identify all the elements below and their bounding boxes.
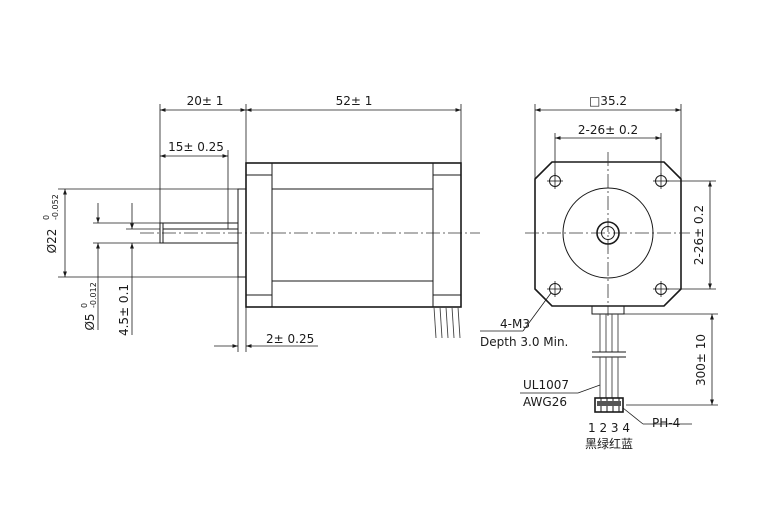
wire-colors: 黑绿红蓝: [585, 436, 633, 451]
shaft-tol-upper: 0: [80, 303, 89, 308]
shaft-diameter-dim: Ø5: [83, 313, 97, 330]
front-view: □35.2 2-26± 0.2 2-26± 0.2 4-M3 Depth 3.0…: [480, 94, 718, 451]
shaft-diameter-dimension: Ø5 0 -0.012: [80, 203, 160, 331]
hole-spacing-x-dim: 2-26± 0.2: [578, 123, 638, 137]
pin-numbers: 1 2 3 4: [588, 421, 630, 435]
square-dimension: □35.2: [534, 94, 682, 179]
wire-type-label: UL1007: [523, 378, 569, 392]
front-face: [534, 161, 682, 307]
cable-length-dimension: 300± 10: [624, 313, 718, 406]
body-length-dim: 52± 1: [336, 94, 373, 108]
flat-length-dim: 15± 0.25: [168, 140, 224, 154]
wire-gauge-label: AWG26: [523, 395, 567, 409]
square-dim: □35.2: [589, 94, 627, 108]
screw-thread-label: 4-M3: [500, 317, 530, 331]
screw-leader: 4-M3 Depth 3.0 Min.: [480, 292, 568, 349]
flat-depth-dim: 4.5± 0.1: [117, 284, 131, 336]
svg-text:Ø5: Ø5: [83, 313, 97, 330]
hole-spacing-y-dimension: 2-26± 0.2: [667, 180, 716, 290]
shaft-tol-lower: -0.012: [89, 282, 98, 308]
connector-leader: PH-4: [622, 407, 692, 430]
cable-length-dim: 300± 10: [694, 334, 708, 386]
motor-body: [245, 162, 462, 308]
boss-tol-lower: -0.052: [51, 194, 60, 220]
connector-housing: [594, 397, 624, 413]
side-view: 20± 1 52± 1 15± 0.25 Ø22 0 -0.052: [42, 94, 480, 352]
wire-leader: UL1007 AWG26: [520, 378, 601, 409]
flat-depth-dimension: 4.5± 0.1: [117, 203, 160, 336]
hole-spacing-x-dimension: 2-26± 0.2: [554, 123, 662, 176]
screw-depth-label: Depth 3.0 Min.: [480, 335, 568, 349]
boss-height-dimension: 2± 0.25: [214, 277, 318, 352]
hole-spacing-y-dim: 2-26± 0.2: [692, 205, 706, 265]
cable-assembly: [591, 305, 626, 413]
boss-diameter-dimension: Ø22 0 -0.052: [42, 188, 238, 278]
front-shaft: [596, 221, 620, 245]
boss-height-dim: 2± 0.25: [266, 332, 314, 346]
top-dimensions: 20± 1 52± 1: [159, 94, 462, 223]
boss-tol-upper: 0: [42, 215, 51, 220]
flat-length-dimension: 15± 0.25: [160, 140, 229, 229]
rear-wires: [433, 306, 461, 339]
shaft-length-dim: 20± 1: [187, 94, 224, 108]
connector-label: PH-4: [652, 416, 680, 430]
front-boss-circle: [562, 187, 654, 279]
boss-diameter-dim: Ø22: [45, 229, 59, 254]
svg-text:Ø22: Ø22: [45, 229, 59, 254]
